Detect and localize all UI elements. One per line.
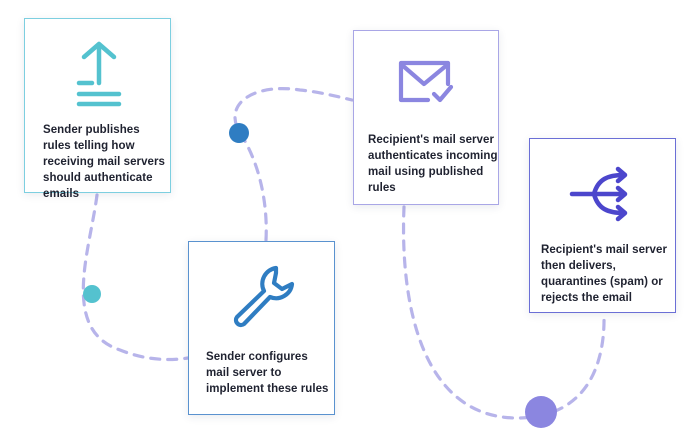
- check-mark: [431, 84, 454, 103]
- split-arrows-icon: [569, 166, 628, 222]
- connector-segment-3: [401, 205, 606, 420]
- connector-segment-2: [233, 87, 354, 242]
- mail-check-icon: [398, 60, 454, 103]
- step-card-deliver-email: Recipient's mail server then delivers, q…: [529, 138, 676, 313]
- node-dot-2: [229, 123, 249, 143]
- arrowhead-lower: [615, 204, 628, 222]
- wrench-outline: [233, 265, 295, 328]
- connector-path: [81, 87, 606, 420]
- node-dot-1: [83, 285, 101, 303]
- step-card-configure-server: Sender configures mail server to impleme…: [188, 241, 335, 415]
- connector-segment-1: [81, 193, 190, 362]
- step-text: Recipient's mail server then delivers, q…: [541, 244, 667, 304]
- wrench-icon: [233, 265, 295, 328]
- arrowhead-middle: [615, 185, 628, 203]
- envelope-body: [398, 60, 451, 103]
- arrow-upper: [591, 172, 627, 197]
- step-text: Sender configures mail server to impleme…: [206, 351, 329, 395]
- step-text: Recipient's mail server authenticates in…: [368, 134, 498, 194]
- arrow-lower: [591, 191, 627, 216]
- step-card-authenticate-mail: Recipient's mail server authenticates in…: [353, 30, 499, 205]
- node-dot-3: [525, 396, 557, 428]
- arrowhead-upper: [615, 166, 628, 184]
- upload-icon: [76, 41, 122, 107]
- step-text: Sender publishes rules telling how recei…: [43, 124, 165, 200]
- step-card-publish-rules: Sender publishes rules telling how recei…: [24, 18, 171, 200]
- envelope-flap: [399, 62, 450, 87]
